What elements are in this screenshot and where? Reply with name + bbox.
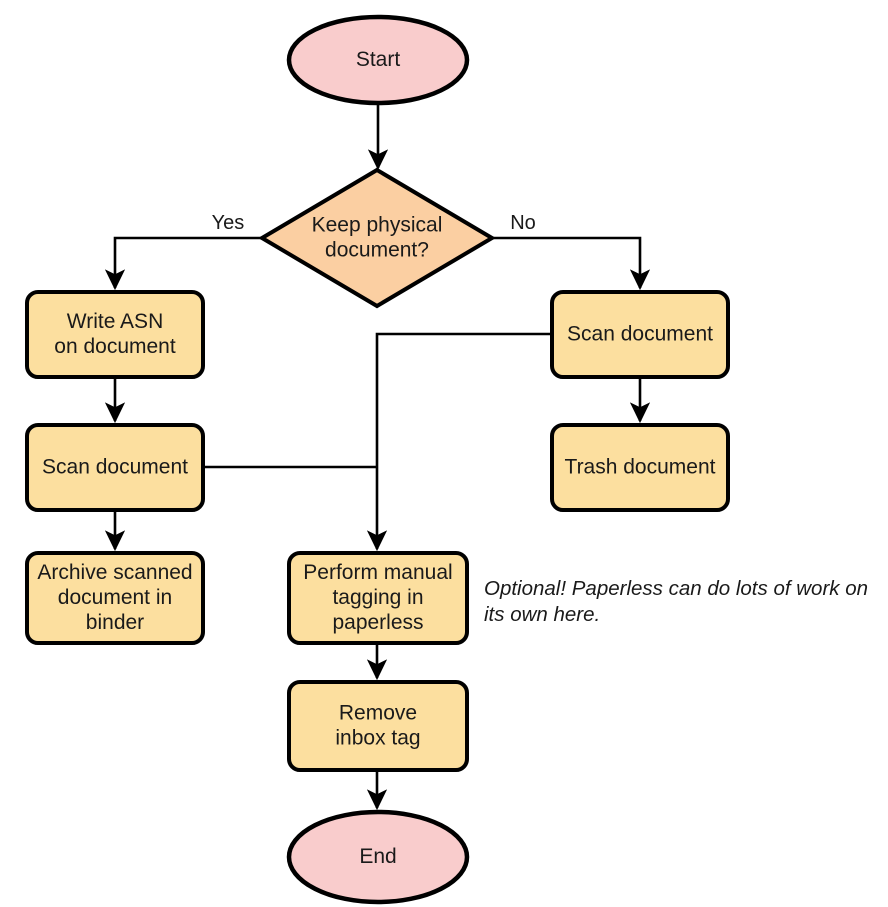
annotations-layer: Optional! Paperless can do lots of work … bbox=[484, 577, 868, 626]
node-scan-right[interactable]: Scan document bbox=[550, 290, 730, 379]
node-label-end: End bbox=[359, 845, 396, 868]
node-shape-archive-binder[interactable] bbox=[25, 551, 205, 645]
edge-line-scan-right-to-tagging bbox=[366, 332, 552, 552]
node-scan-left[interactable]: Scan document bbox=[25, 423, 205, 512]
node-shape-manual-tagging[interactable] bbox=[287, 551, 469, 645]
edges-layer: Yes No bbox=[104, 103, 651, 811]
node-trash[interactable]: Trash document bbox=[550, 423, 730, 512]
edge-decision-yes: Yes bbox=[104, 212, 262, 291]
node-shape-scan-right[interactable] bbox=[550, 290, 730, 379]
node-shape-keep-physical[interactable] bbox=[258, 167, 496, 309]
node-shape-trash[interactable] bbox=[550, 423, 730, 512]
edge-scan-right-to-tagging bbox=[366, 332, 552, 552]
edge-line-decision-yes bbox=[104, 236, 262, 291]
edge-label-decision-no: No bbox=[510, 212, 536, 234]
edge-decision-no: No bbox=[492, 212, 651, 291]
edge-line-decision-no bbox=[492, 236, 651, 291]
edge-label-decision-yes: Yes bbox=[212, 212, 245, 234]
node-start[interactable]: Start bbox=[286, 14, 470, 106]
node-end[interactable]: End bbox=[286, 809, 470, 905]
node-label-scan-right: Scan document bbox=[567, 322, 713, 345]
node-shape-scan-left[interactable] bbox=[25, 423, 205, 512]
annotation-optional-note: Optional! Paperless can do lots of work … bbox=[484, 577, 868, 626]
node-shape-end[interactable] bbox=[286, 809, 470, 905]
node-label-scan-left: Scan document bbox=[42, 455, 188, 478]
node-shape-write-asn[interactable] bbox=[25, 290, 205, 379]
node-shape-start[interactable] bbox=[286, 14, 470, 106]
node-label-trash: Trash document bbox=[565, 455, 716, 478]
node-shape-remove-inbox-tag[interactable] bbox=[287, 680, 469, 772]
node-label-start: Start bbox=[356, 48, 401, 71]
